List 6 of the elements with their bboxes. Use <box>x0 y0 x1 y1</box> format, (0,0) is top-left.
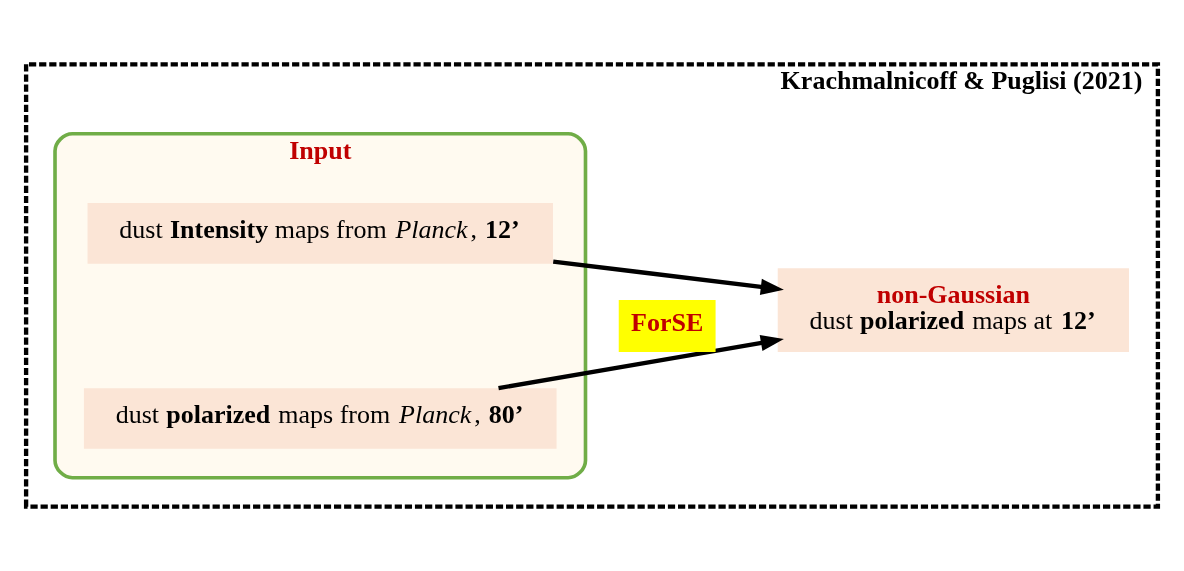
node-box: dust Intensity maps from Planck, 12’ <box>87 203 553 264</box>
edge-label: ForSE <box>631 307 704 337</box>
node-box: dust polarized maps from Planck, 80’ <box>83 388 557 449</box>
arrow <box>552 259 784 295</box>
node-box: non-Gaussian dust polarized maps at 12’ <box>777 268 1129 352</box>
arrow <box>498 334 784 391</box>
